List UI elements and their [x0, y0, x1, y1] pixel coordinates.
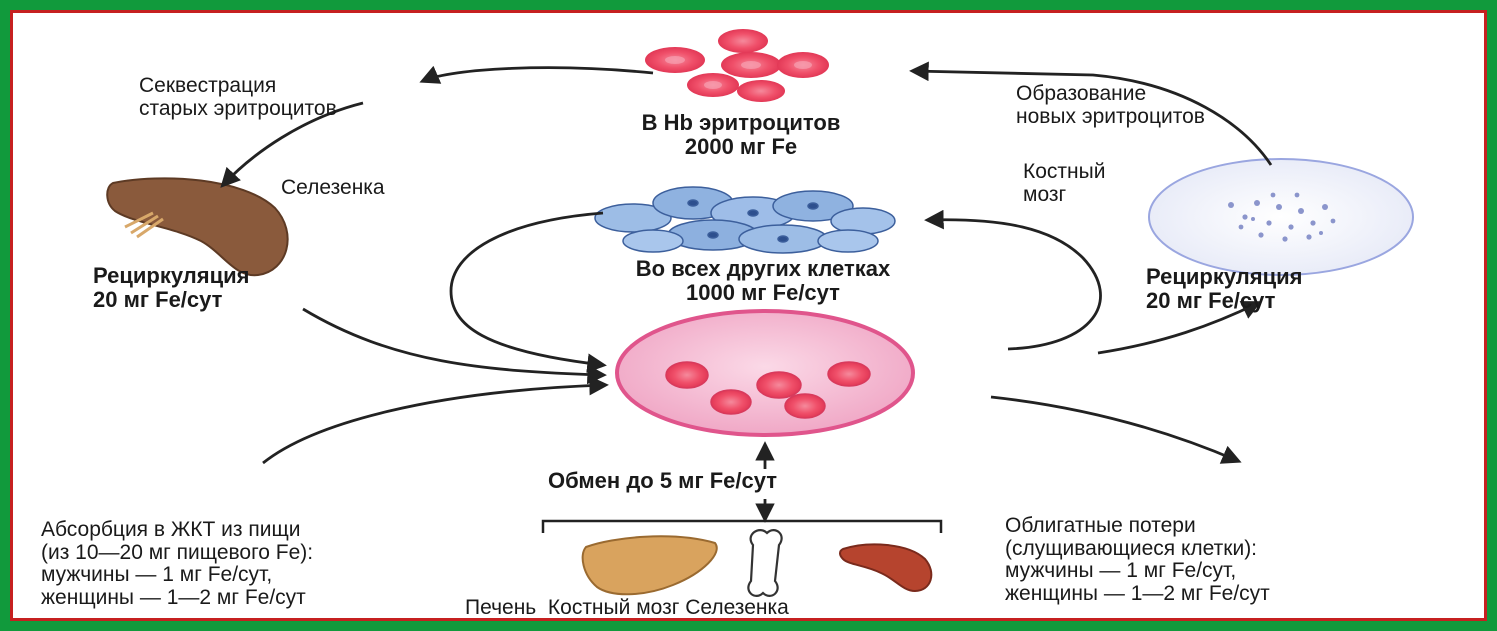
iron-metabolism-diagram: Секвестрация старых эритроцитов В Hb эри…: [10, 10, 1487, 621]
obligate-losses-label: Облигатные потери (слущивающиеся клетки)…: [1005, 515, 1270, 606]
sequestration-label: Секвестрация старых эритроцитов: [139, 75, 337, 120]
recirculation-left-label: Рециркуляция 20 мг Fe/сут: [93, 264, 250, 312]
iron-granule: [711, 390, 751, 414]
recirculation-right-label: Рециркуляция 20 мг Fe/сут: [1146, 265, 1303, 313]
bone-marrow-section: [1149, 159, 1413, 275]
exchange-label: Обмен до 5 мг Fe/сут: [548, 469, 777, 493]
tissue-cells-cluster: [595, 187, 895, 253]
iron-granule: [828, 362, 870, 386]
iron-granule: [757, 372, 801, 398]
hb-pool-label: В Hb эритроцитов 2000 мг Fe: [581, 111, 901, 159]
arrow-cell-to-other-cells: [928, 220, 1101, 349]
arrow-spleen-to-cell: [303, 309, 603, 375]
arrow-absorption-to-cell: [263, 385, 605, 463]
arrow-cell-to-losses: [991, 397, 1238, 461]
spleen-organ: [107, 178, 287, 275]
arrow-sequestration-top: [423, 68, 653, 81]
iron-granule: [666, 362, 708, 388]
other-cells-label: Во всех других клетках 1000 мг Fe/сут: [583, 257, 943, 305]
erythrocytes-cluster: [645, 29, 829, 102]
iron-stores-caption: Печень Костный мозг Селезенка: [465, 597, 789, 620]
erythrocyte: [718, 29, 768, 53]
absorption-label: Абсорбция в ЖКТ из пищи (из 10—20 мг пищ…: [41, 519, 313, 610]
central-cell: [617, 311, 913, 435]
bone-marrow-label: Костный мозг: [1023, 161, 1105, 206]
stores-bracket: [543, 521, 941, 533]
formation-label: Образование новых эритроцитов: [1016, 83, 1205, 128]
arrow-other-cells-to-cell: [451, 213, 603, 365]
spleen-small-organ: [840, 544, 931, 591]
erythrocyte: [737, 80, 785, 102]
liver-organ: [583, 536, 717, 594]
spleen-label: Селезенка: [281, 177, 385, 200]
bone-icon: [748, 530, 781, 596]
iron-granule: [785, 394, 825, 418]
